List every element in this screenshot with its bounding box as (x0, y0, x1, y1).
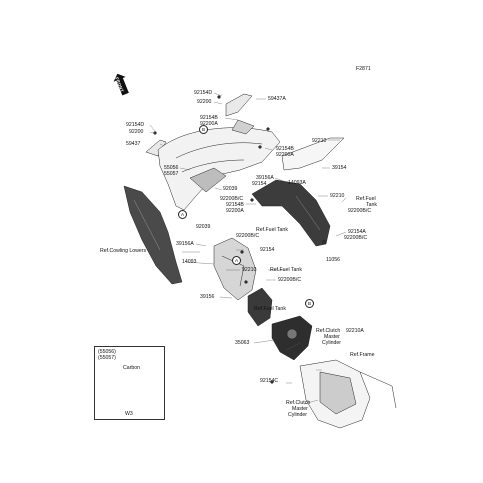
ref-label: Ref.Cowling Lowers (100, 248, 147, 254)
ref-label: Cylinder (288, 412, 308, 418)
part-label: 39156A (176, 241, 194, 247)
inner-panel (213, 237, 257, 301)
lower-bracket (247, 287, 273, 327)
part-label: 59437A (268, 96, 286, 102)
ref-label: Ref.Fuel Tank (270, 267, 302, 273)
inset-title-2: (55057) (98, 355, 116, 361)
part-label: 92210 (242, 267, 257, 273)
side-panel-right (251, 179, 331, 247)
front-arrow-badge: FRONT (111, 71, 131, 96)
part-label: 92200A (226, 208, 244, 214)
ref-label: Master (324, 334, 340, 340)
ref-label: Ref.Fuel Tank (256, 227, 288, 233)
ref-label: Ref.Frame (350, 352, 375, 358)
inset-title-1: (55056) (98, 349, 116, 355)
part-label: 39154 (332, 165, 347, 171)
part-label: 14093 (182, 259, 197, 265)
part-label: 92210A (346, 328, 364, 334)
part-label: 92154A (348, 229, 366, 235)
part-label: 55056 (164, 165, 179, 171)
callout-a-1: A (178, 210, 187, 219)
part-label: 92210 (330, 193, 345, 199)
part-label: 92200B/C (236, 233, 260, 239)
part-label: 92039 (196, 224, 211, 230)
carbon-inset: (55056) (55057) Carbon W3 (94, 346, 165, 420)
ref-label: Ref.Clutch (286, 400, 311, 406)
upper-cowl-inner (189, 167, 227, 193)
inset-footer: W3 (125, 411, 133, 417)
ref-label: Ref.Fuel Tank (254, 306, 286, 312)
part-label: 35063 (235, 340, 250, 346)
part-label: 59437 (126, 141, 141, 147)
part-label: 92200B/C (278, 277, 302, 283)
part-label: 92154D (194, 90, 213, 96)
part-label: 92200B/C (344, 235, 368, 241)
front-arrow-icon (113, 73, 129, 96)
inset-carbon-label: Carbon (123, 365, 141, 371)
bracket-59437 (145, 139, 167, 157)
figure-code: F2871 (356, 66, 371, 72)
part-label: 92200B/C (220, 196, 244, 202)
callout-b-1: B (199, 125, 208, 134)
part-label: 92154 (260, 247, 275, 253)
callout-a-2: A (232, 256, 241, 265)
ref-label: Ref.Clutch (316, 328, 341, 334)
part-label: 14093A (288, 180, 306, 186)
part-label: 92200A (276, 152, 294, 158)
ref-label: Master (292, 406, 308, 412)
part-label: 55057 (164, 171, 179, 177)
ref-label: Ref.Fuel (356, 196, 376, 202)
part-label: 92154B (200, 115, 218, 121)
part-label: 92200A (200, 121, 218, 127)
part-label: 92154 (252, 181, 267, 187)
part-label: 92210 (312, 138, 327, 144)
side-cowl-left (123, 185, 183, 285)
part-label: 92154B (226, 202, 244, 208)
part-label: 11056 (326, 257, 341, 263)
part-label: 39156 (200, 294, 215, 300)
part-label: 39156A (256, 175, 274, 181)
part-label: 92200B/C (348, 208, 372, 214)
part-label: 92200 (197, 99, 212, 105)
ref-label: Tank (366, 202, 377, 208)
windscreen-right (281, 137, 345, 171)
part-label: 92154B (276, 146, 294, 152)
bracket-59437a (225, 93, 253, 117)
callout-b-2: B (305, 299, 314, 308)
part-label: 92154C (260, 378, 279, 384)
ref-label: Cylinder (322, 340, 342, 346)
part-label: 92039 (223, 186, 238, 192)
part-label: 92154D (126, 122, 145, 128)
part-label: 92200 (129, 129, 144, 135)
